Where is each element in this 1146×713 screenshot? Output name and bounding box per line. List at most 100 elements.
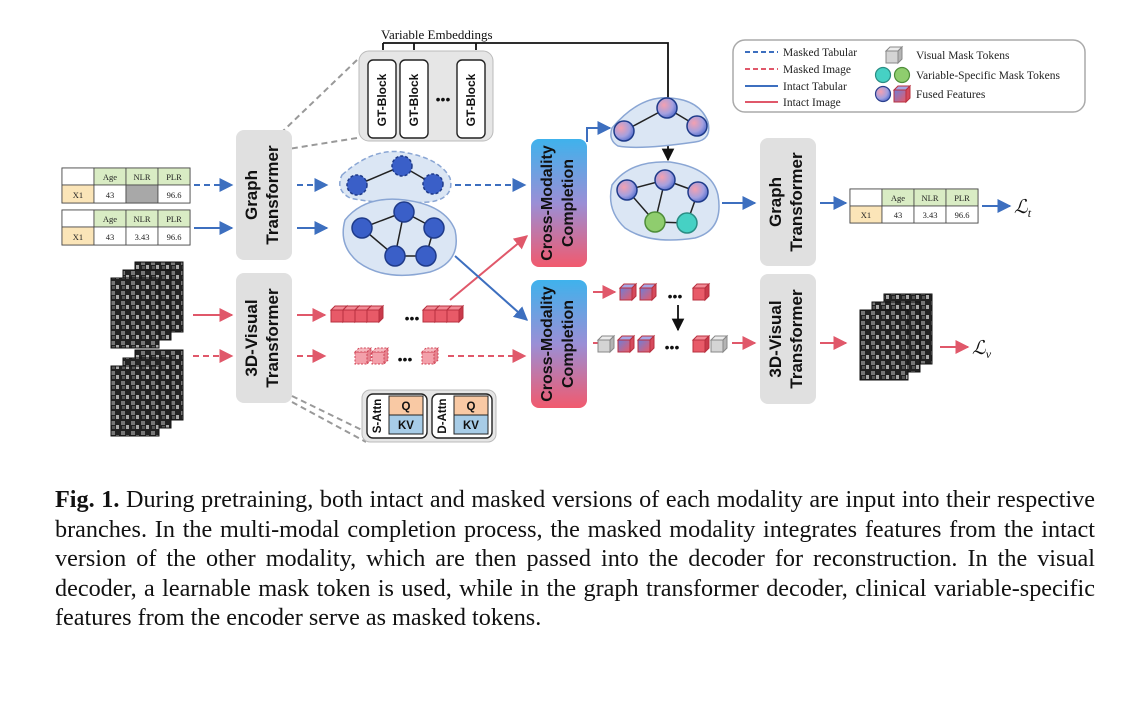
legend-intact-image: Intact Image <box>783 97 841 109</box>
arrow-image-to-cmc-top <box>449 235 529 301</box>
variable-embeddings-arrow <box>382 42 668 160</box>
intact-table-header-plr: PLR <box>166 214 182 224</box>
fused-small-graph <box>610 97 710 149</box>
masked-table-header-plr: PLR <box>166 172 182 182</box>
gt-block-2 <box>399 59 429 139</box>
cmc-top-label-2: Completion <box>560 159 577 247</box>
gt-block-2-label: GT-Block <box>407 73 421 126</box>
gt-ellipsis: ••• <box>436 91 451 107</box>
arrow-cmc-to-fused-small <box>586 121 612 142</box>
graph-transformer-decoder: Graph Transformer <box>760 138 816 266</box>
intact-table-row-label: X1 <box>73 232 83 242</box>
masked-tabular-input: Age NLR PLR X1 43 96.6 <box>61 167 191 204</box>
masked-table-header-age: Age <box>103 172 117 182</box>
visual-encoder-label-1: 3D-Visual <box>242 299 261 376</box>
cmc-bottom-label-2: Completion <box>560 300 577 388</box>
legend-cyan-mask-icon <box>874 66 892 84</box>
cmc-bottom-label-1: Cross-Modality <box>539 286 556 402</box>
cmc-block-bottom: Cross-Modality Completion <box>531 280 587 408</box>
graph-decoder-label-2: Transformer <box>787 152 806 252</box>
legend-fused-node-icon <box>874 85 892 103</box>
d-attn-label: D-Attn <box>437 398 449 433</box>
caption-label: Fig. 1. <box>55 486 120 513</box>
gt-block-group: GT-Block GT-Block ••• GT-Block <box>358 50 494 142</box>
graph-decoder-label-1: Graph <box>766 177 785 227</box>
gt-zoom-line-bottom <box>281 137 358 151</box>
masked-cell <box>125 184 159 204</box>
graph-transformer-encoder: Graph Transformer <box>236 130 292 260</box>
gt-block-3 <box>456 59 486 139</box>
graph-encoder-label-2: Transformer <box>263 145 282 245</box>
intact-table-header-age: Age <box>103 214 117 224</box>
figure-caption: Fig. 1. During pretraining, both intact … <box>55 485 1095 633</box>
ct-volume-reconstructed <box>859 293 933 381</box>
intact-tabular-input: Age NLR PLR X1 43 3.43 96.6 <box>61 209 191 246</box>
visual-transformer-encoder: 3D-Visual Transformer <box>236 273 292 403</box>
legend-fused-features: Fused Features <box>916 89 986 101</box>
intact-image-ellipsis: ••• <box>405 310 420 326</box>
d-attn-kv: KV <box>463 420 479 432</box>
legend-green-mask-icon <box>893 66 911 84</box>
cmc-top-label-1: Cross-Modality <box>539 145 556 261</box>
out-table-nlr: 3.43 <box>923 210 938 220</box>
out-table-row-label: X1 <box>861 210 871 220</box>
masked-graph <box>339 150 452 204</box>
reconstructed-tabular-output: Age NLR PLR X1 43 3.43 96.6 <box>849 188 979 224</box>
masked-table-age: 43 <box>106 190 115 200</box>
visual-decoder-label-2: Transformer <box>787 289 806 389</box>
attn-zoom-line-top <box>291 395 367 433</box>
arrow-graph-to-cmc-bottom <box>454 255 529 321</box>
gt-block-3-label: GT-Block <box>464 73 478 126</box>
gt-block-1 <box>367 59 397 139</box>
ct-volume-intact-input <box>110 261 184 349</box>
masked-table-plr: 96.6 <box>167 190 182 200</box>
legend-visual-mask-token-icon <box>885 46 903 64</box>
cmc-block-top: Cross-Modality Completion <box>531 139 587 267</box>
legend-intact-tabular: Intact Tabular <box>783 81 847 93</box>
out-table-header-plr: PLR <box>954 193 970 203</box>
gt-zoom-line-top <box>281 59 358 133</box>
ct-volume-masked-input <box>110 349 184 437</box>
loss-visual-sub: v <box>986 347 992 361</box>
s-attn-kv: KV <box>398 420 414 432</box>
fused-cubes-ellipsis: ••• <box>668 288 683 304</box>
masked-image-ellipsis: ••• <box>398 351 413 367</box>
out-table-header-age: Age <box>891 193 905 203</box>
out-table-age: 43 <box>894 210 903 220</box>
combined-cubes-ellipsis: ••• <box>665 339 680 355</box>
intact-table-nlr: 3.43 <box>135 232 150 242</box>
combined-image-tokens: ••• <box>597 335 728 355</box>
loss-tabular-sub: t <box>1028 206 1032 220</box>
intact-table-header-nlr: NLR <box>134 214 151 224</box>
loss-tabular: ℒt <box>1014 197 1032 220</box>
legend-variable-specific-mask-tokens: Variable-Specific Mask Tokens <box>916 70 1060 82</box>
caption-text: During pretraining, both intact and mask… <box>55 486 1096 632</box>
intact-image-tokens: ••• <box>330 305 464 326</box>
legend: Masked Tabular Masked Image Intact Tabul… <box>732 39 1086 113</box>
pretraining-figure: Masked Tabular Masked Image Intact Tabul… <box>61 27 1086 443</box>
intact-table-plr: 96.6 <box>167 232 182 242</box>
intact-graph <box>342 198 457 277</box>
mask-token-green <box>644 211 666 233</box>
visual-encoder-label-2: Transformer <box>263 288 282 388</box>
legend-fused-cube-icon <box>893 85 911 103</box>
out-table-header-nlr: NLR <box>922 193 939 203</box>
graph-encoder-label-1: Graph <box>242 170 261 220</box>
s-attn-label: S-Attn <box>372 399 384 434</box>
visual-transformer-decoder: 3D-Visual Transformer <box>760 274 816 404</box>
attention-group: S-Attn Q KV D-Attn Q KV <box>361 389 497 443</box>
attn-zoom-line-bottom <box>291 401 367 443</box>
mask-token-cyan <box>676 212 698 234</box>
masked-table-header-nlr: NLR <box>134 172 151 182</box>
gt-block-1-label: GT-Block <box>375 73 389 126</box>
legend-masked-tabular: Masked Tabular <box>783 47 857 59</box>
variable-embeddings-label: Variable Embeddings <box>381 27 493 42</box>
d-attn-q: Q <box>467 401 476 413</box>
fused-image-tokens: ••• <box>619 283 710 304</box>
loss-visual: ℒv <box>972 338 992 361</box>
intact-table-age: 43 <box>106 232 115 242</box>
out-table-plr: 96.6 <box>955 210 970 220</box>
s-attn-q: Q <box>402 401 411 413</box>
legend-visual-mask-tokens: Visual Mask Tokens <box>916 50 1010 62</box>
